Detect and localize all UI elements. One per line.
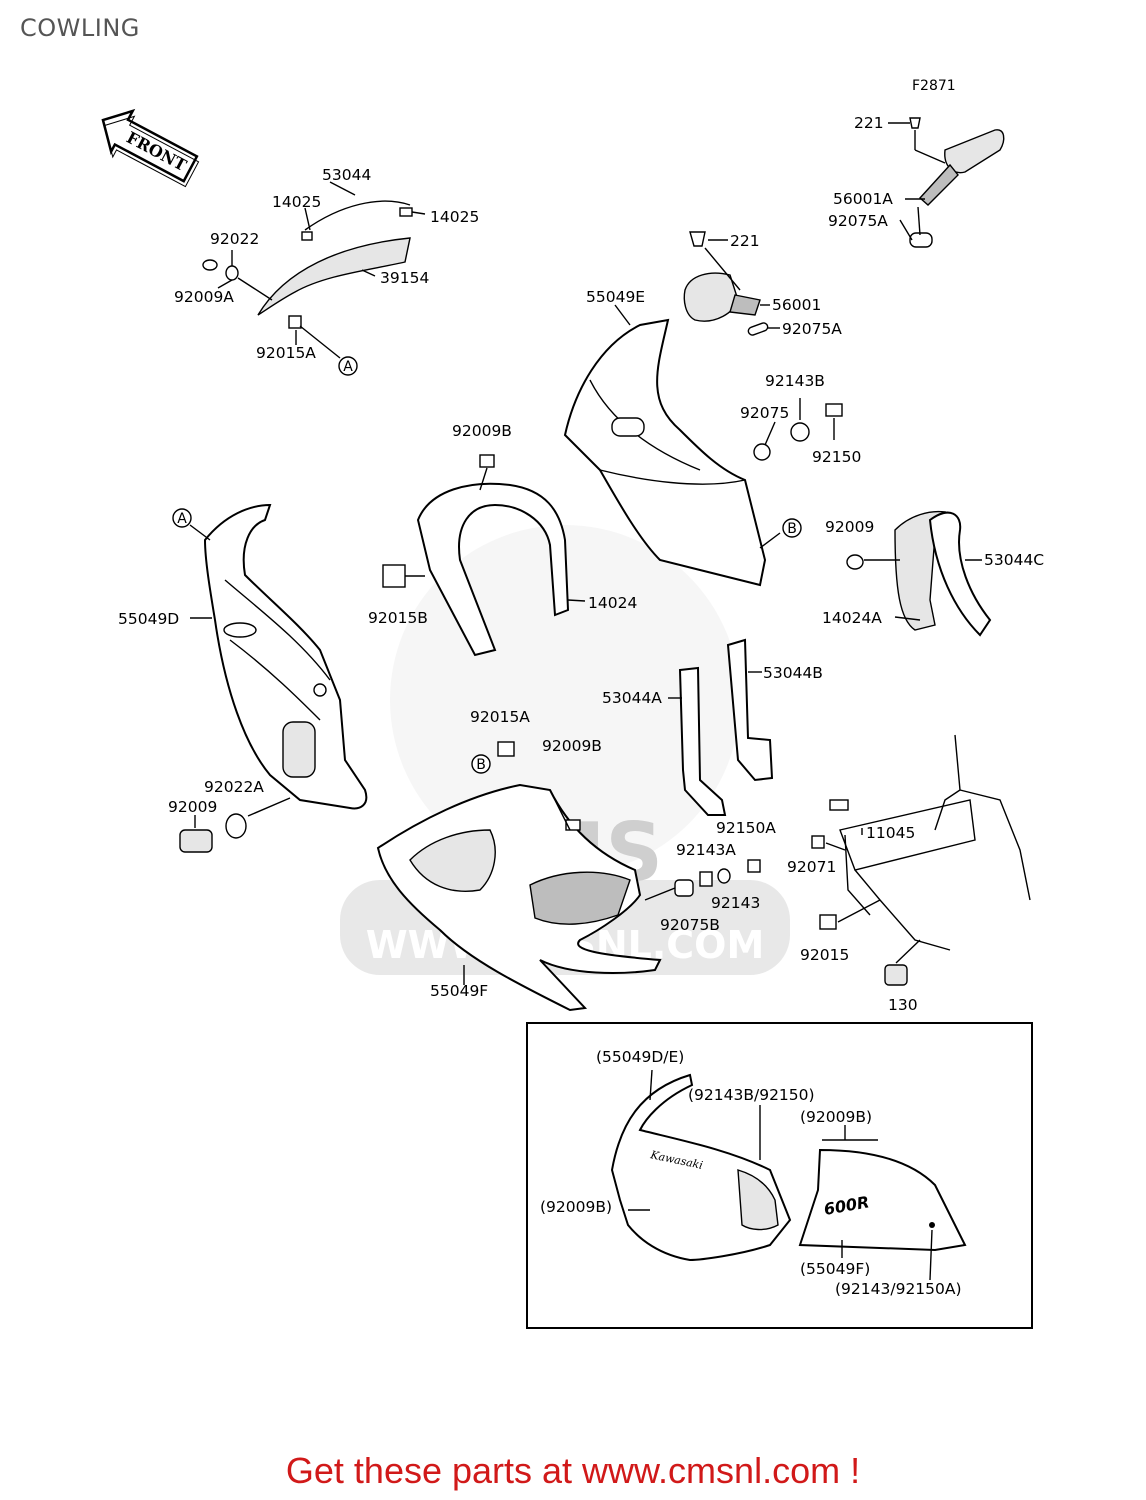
strips [668,510,992,816]
side-cowl-55049D: A [172,503,368,853]
label-92009-left: 92009 [168,798,217,816]
label-221-top: 221 [854,114,884,132]
label-56001A: 56001A [833,190,893,208]
marker-A-top: A [343,359,353,375]
inset-label-92143-92150A: (92143/92150A) [835,1280,962,1298]
inset-label-55049DE: (55049D/E) [596,1048,684,1066]
label-92071: 92071 [787,858,836,876]
label-92009B: 92009B [452,422,512,440]
lower-cowl-55049F: B [376,741,761,1012]
label-92143: 92143 [711,894,760,912]
inset-label-55049F: (55049F) [800,1260,870,1278]
label-56001: 56001 [772,296,821,314]
label-53044C: 53044C [984,551,1044,569]
front-arrow-icon: FRONT [101,108,200,188]
inset-label-92143B-92150: (92143B/92150) [688,1086,815,1104]
label-53044: 53044 [322,166,371,184]
label-53044A: 53044A [602,689,662,707]
inset-box: Kawasaki 600R (55049D/E) (92143B/92150) … [526,1022,1033,1329]
label-92150A: 92150A [716,819,776,837]
label-130: 130 [888,996,918,1014]
label-53044B: 53044B [763,664,823,682]
label-92015B: 92015B [368,609,428,627]
inset-label-92009B-right: (92009B) [800,1108,872,1126]
label-92009-right: 92009 [825,518,874,536]
label-92015A-top: 92015A [256,344,316,362]
label-11045: 11045 [866,824,915,842]
label-39154: 39154 [380,269,429,287]
marker-B-right: B [787,521,797,537]
page-title: COWLING [20,14,140,42]
mirror-right [888,117,1005,248]
mirror-left [683,231,780,336]
label-92022: 92022 [210,230,259,248]
label-14024: 14024 [588,594,637,612]
label-92022A: 92022A [204,778,264,796]
upper-cowl-55049E: B [563,304,843,587]
label-55049D: 55049D [118,610,179,628]
label-92009B-mid: 92009B [542,737,602,755]
label-55049F: 55049F [430,982,488,1000]
label-92143A: 92143A [676,841,736,859]
label-92075A-top: 92075A [828,212,888,230]
inset-label-92009B-left: (92009B) [540,1198,612,1216]
cta-link[interactable]: Get these parts at www.cmsnl.com ! [285,1450,861,1491]
bracket-11045 [811,734,1031,986]
label-14024A: 14024A [822,609,882,627]
label-92150: 92150 [812,448,861,466]
label-92143B: 92143B [765,372,825,390]
label-92075B: 92075B [660,916,720,934]
inner-panel-14024 [382,454,586,657]
label-14025-a: 14025 [272,193,321,211]
label-92015A-mid: 92015A [470,708,530,726]
label-92009A: 92009A [174,288,234,306]
figure-code: F2871 [912,78,956,94]
marker-A-left: A [177,511,187,527]
windshield-group: A [202,181,426,376]
label-55049E: 55049E [586,288,645,306]
label-221-mid: 221 [730,232,760,250]
label-92015: 92015 [800,946,849,964]
label-92075: 92075 [740,404,789,422]
label-92075A-mid: 92075A [782,320,842,338]
label-14025-b: 14025 [430,208,479,226]
marker-B-lower: B [476,757,486,773]
